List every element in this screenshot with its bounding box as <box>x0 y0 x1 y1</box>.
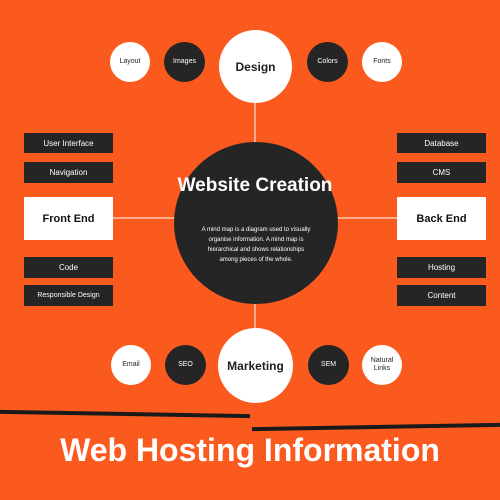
node-design: Design <box>219 30 292 103</box>
right-item-3-label: Hosting <box>427 263 456 272</box>
center-title: Website Creation <box>177 175 333 196</box>
right-item-3: Hosting <box>397 257 486 278</box>
node-fonts: Fonts <box>362 42 402 82</box>
node-seo-label: SEO <box>178 361 193 368</box>
node-design-label: Design <box>235 59 276 74</box>
node-natural-links: Natural Links <box>362 345 402 385</box>
right-item-1: Database <box>397 133 486 153</box>
node-sem-label: SEM <box>320 361 337 368</box>
left-item-1: User Interface <box>24 133 113 153</box>
node-front-end-label: Front End <box>42 212 95 225</box>
footer-title: Web Hosting Information <box>60 432 440 468</box>
right-item-1-label: Database <box>424 138 459 148</box>
node-email: Email <box>111 345 151 385</box>
left-item-4: Responsible Design <box>24 285 113 306</box>
node-front-end: Front End <box>24 197 113 240</box>
left-item-2-label: Navigation <box>49 168 88 177</box>
left-item-1-label: User Interface <box>43 138 94 148</box>
right-item-2-label: CMS <box>432 168 451 177</box>
node-marketing: Marketing <box>218 328 293 403</box>
node-images: Images <box>164 42 205 82</box>
left-item-3-label: Code <box>58 263 79 272</box>
node-seo: SEO <box>165 345 206 385</box>
node-images-label: Images <box>173 58 196 65</box>
left-item-4-label: Responsible Design <box>37 292 100 299</box>
node-back-end-label: Back End <box>416 212 467 225</box>
node-email-label: Email <box>122 361 140 368</box>
node-layout-label: Layout <box>119 58 141 65</box>
right-item-4-label: Content <box>427 291 456 300</box>
node-fonts-label: Fonts <box>373 58 391 65</box>
left-item-3: Code <box>24 257 113 278</box>
left-item-2: Navigation <box>24 162 113 183</box>
node-colors-label: Colors <box>317 58 338 65</box>
node-colors: Colors <box>307 42 348 82</box>
node-sem: SEM <box>308 345 349 385</box>
center-description: A mind map is a diagram used to visually… <box>201 227 311 263</box>
node-back-end: Back End <box>397 197 486 240</box>
node-marketing-label: Marketing <box>227 358 284 373</box>
right-item-2: CMS <box>397 162 486 183</box>
right-item-4: Content <box>397 285 486 306</box>
node-natural-links-label: Natural Links <box>370 357 394 372</box>
center-node <box>174 142 338 304</box>
node-layout: Layout <box>110 42 150 82</box>
